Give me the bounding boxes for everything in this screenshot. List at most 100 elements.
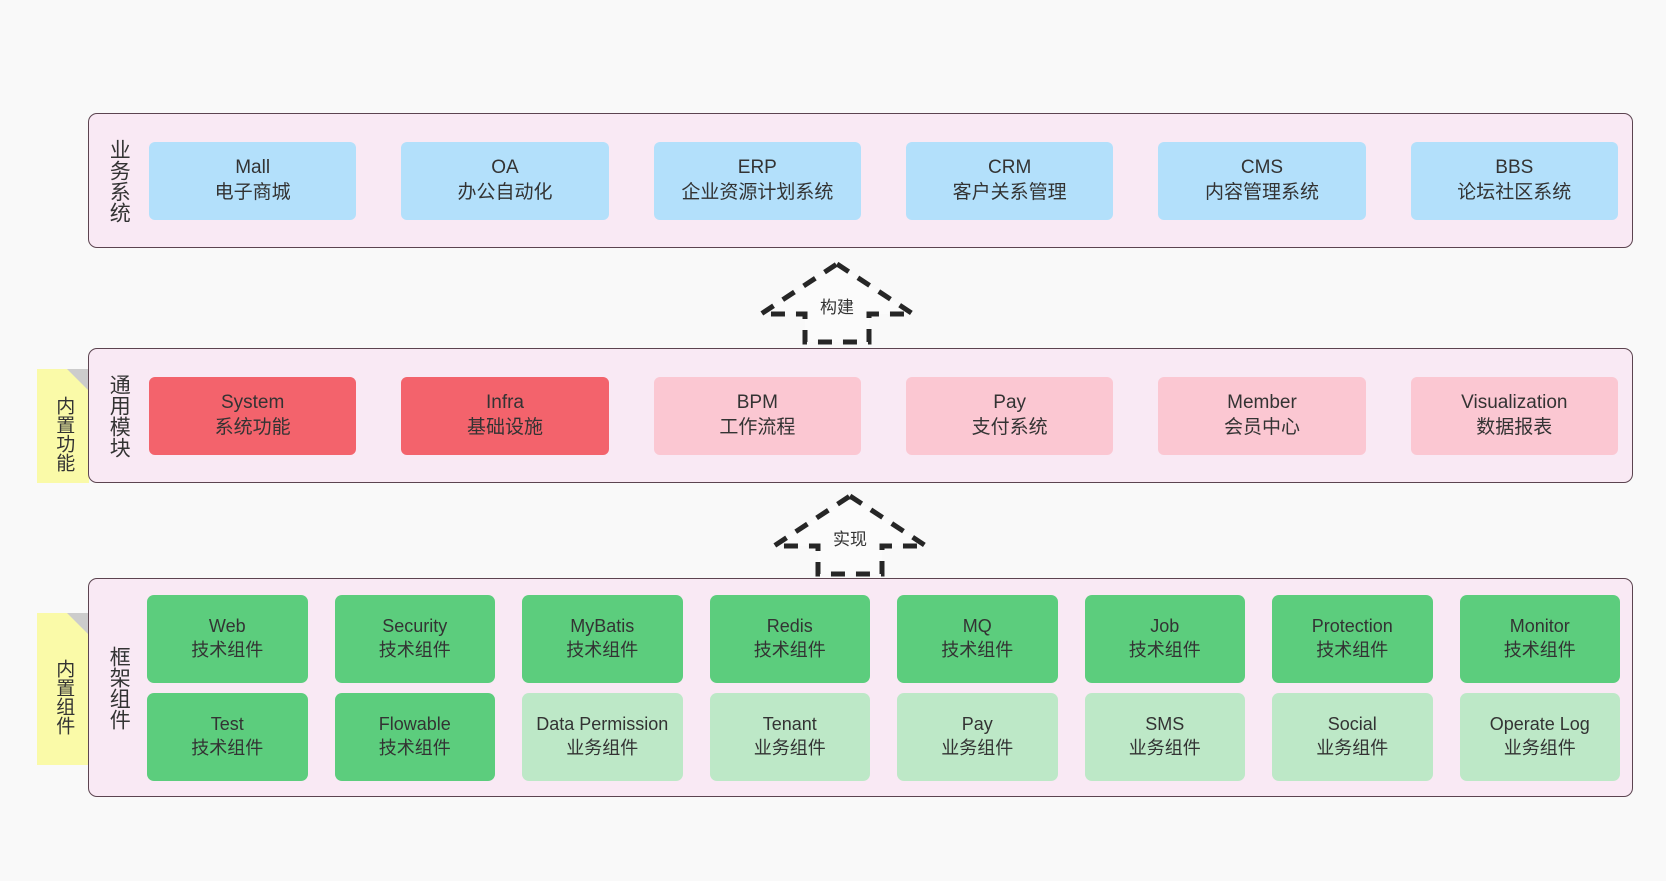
cell-name: Protection [1311, 616, 1393, 637]
cell-social[interactable]: Social 业务组件 [1272, 692, 1433, 781]
cell-name: OA [491, 157, 519, 179]
cell-operate-log[interactable]: Operate Log 业务组件 [1459, 692, 1620, 781]
cell-row: System 系统功能 Infra 基础设施 BPM 工作流程 Pay 支付系统… [149, 376, 1618, 455]
cell-subtitle: 业务组件 [1128, 737, 1201, 758]
cell-subtitle: 数据报表 [1476, 416, 1553, 438]
cell-name: CRM [988, 157, 1032, 179]
cell-member[interactable]: Member 会员中心 [1158, 376, 1366, 455]
note-builtin-components: 内置组件 [37, 613, 89, 765]
cell-subtitle: 论坛社区系统 [1457, 181, 1572, 203]
arrow-build: 构建 [752, 260, 922, 346]
cell-job[interactable]: Job 技术组件 [1084, 594, 1245, 683]
cell-subtitle: 业务组件 [753, 737, 826, 758]
cell-name: Job [1150, 616, 1180, 637]
cell-subtitle: 客户关系管理 [952, 181, 1067, 203]
note-builtin-features: 内置功能 [37, 369, 89, 483]
layer-title-modules: 通用模块 [107, 373, 131, 458]
cell-name: Infra [485, 392, 524, 414]
cell-mq[interactable]: MQ 技术组件 [897, 594, 1058, 683]
cell-bbs[interactable]: BBS 论坛社区系统 [1410, 141, 1618, 220]
cell-subtitle: 技术组件 [378, 639, 451, 660]
cell-subtitle: 技术组件 [753, 639, 826, 660]
cell-name: Mall [235, 157, 271, 179]
arrow-implement: 实现 [765, 492, 935, 578]
cell-name: Monitor [1509, 616, 1570, 637]
cell-name: ERP [737, 157, 777, 179]
cell-name: MQ [962, 616, 992, 637]
cell-name: Test [210, 714, 244, 735]
cell-row: Test 技术组件 Flowable 技术组件 Data Permission … [147, 692, 1620, 781]
cell-subtitle: 办公自动化 [457, 181, 553, 203]
cell-name: Security [382, 616, 448, 637]
cell-subtitle: 基础设施 [466, 416, 543, 438]
cell-oa[interactable]: OA 办公自动化 [401, 141, 609, 220]
cell-flowable[interactable]: Flowable 技术组件 [334, 692, 495, 781]
note-fold-icon [67, 613, 89, 635]
cell-pay-component[interactable]: Pay 业务组件 [897, 692, 1058, 781]
cell-row: Mall 电子商城 OA 办公自动化 ERP 企业资源计划系统 CRM 客户关系… [149, 141, 1618, 220]
cell-infra[interactable]: Infra 基础设施 [401, 376, 609, 455]
cell-web[interactable]: Web 技术组件 [147, 594, 308, 683]
cell-subtitle: 业务组件 [941, 737, 1014, 758]
layer-title-framework: 框架组件 [107, 645, 131, 730]
cell-name: CMS [1240, 157, 1284, 179]
cell-system[interactable]: System 系统功能 [149, 376, 357, 455]
cell-subtitle: 业务组件 [566, 737, 639, 758]
cell-name: Redis [766, 616, 813, 637]
cell-visualization[interactable]: Visualization 数据报表 [1410, 376, 1618, 455]
cell-data-permission[interactable]: Data Permission 业务组件 [522, 692, 683, 781]
layer-general-modules: 通用模块 System 系统功能 Infra 基础设施 BPM 工作流程 Pay… [88, 348, 1633, 483]
cell-subtitle: 技术组件 [566, 639, 639, 660]
cell-name: MyBatis [570, 616, 635, 637]
cell-sms[interactable]: SMS 业务组件 [1084, 692, 1245, 781]
cell-name: Pay [961, 714, 993, 735]
layer-body-framework: Web 技术组件 Security 技术组件 MyBatis 技术组件 Redi… [139, 579, 1632, 796]
cell-name: Web [208, 616, 246, 637]
layer-title-business: 业务系统 [107, 138, 131, 223]
cell-subtitle: 支付系统 [971, 416, 1048, 438]
cell-subtitle: 技术组件 [941, 639, 1014, 660]
cell-subtitle: 技术组件 [191, 737, 264, 758]
cell-name: BPM [736, 392, 778, 414]
cell-subtitle: 工作流程 [719, 416, 796, 438]
cell-row: Web 技术组件 Security 技术组件 MyBatis 技术组件 Redi… [147, 594, 1620, 683]
cell-security[interactable]: Security 技术组件 [334, 594, 495, 683]
cell-name: Visualization [1461, 392, 1568, 414]
layer-framework-components: 框架组件 Web 技术组件 Security 技术组件 MyBatis 技术组件… [88, 578, 1633, 797]
cell-bpm[interactable]: BPM 工作流程 [653, 376, 861, 455]
cell-name: BBS [1495, 157, 1534, 179]
note-label: 内置组件 [53, 659, 75, 735]
cell-name: Pay [993, 392, 1027, 414]
cell-name: Social [1327, 714, 1377, 735]
note-label: 内置功能 [53, 396, 75, 472]
cell-redis[interactable]: Redis 技术组件 [709, 594, 870, 683]
cell-subtitle: 技术组件 [1128, 639, 1201, 660]
cell-subtitle: 系统功能 [214, 416, 291, 438]
cell-erp[interactable]: ERP 企业资源计划系统 [653, 141, 861, 220]
cell-test[interactable]: Test 技术组件 [147, 692, 308, 781]
cell-subtitle: 技术组件 [1316, 639, 1389, 660]
cell-name: System [220, 392, 285, 414]
cell-mall[interactable]: Mall 电子商城 [149, 141, 357, 220]
cell-subtitle: 企业资源计划系统 [681, 181, 834, 203]
cell-name: Data Permission [536, 714, 669, 735]
cell-subtitle: 技术组件 [1503, 639, 1576, 660]
cell-name: Tenant [762, 714, 817, 735]
cell-tenant[interactable]: Tenant 业务组件 [709, 692, 870, 781]
cell-subtitle: 会员中心 [1223, 416, 1300, 438]
cell-protection[interactable]: Protection 技术组件 [1272, 594, 1433, 683]
cell-subtitle: 技术组件 [191, 639, 264, 660]
up-arrow-icon [765, 493, 935, 577]
cell-crm[interactable]: CRM 客户关系管理 [905, 141, 1114, 220]
layer-business-systems: 业务系统 Mall 电子商城 OA 办公自动化 ERP 企业资源计划系统 CRM… [88, 113, 1633, 248]
cell-subtitle: 电子商城 [214, 181, 291, 203]
cell-cms[interactable]: CMS 内容管理系统 [1158, 141, 1366, 220]
cell-name: Member [1227, 392, 1297, 414]
cell-name: SMS [1145, 714, 1185, 735]
cell-monitor[interactable]: Monitor 技术组件 [1459, 594, 1620, 683]
layer-body-business: Mall 电子商城 OA 办公自动化 ERP 企业资源计划系统 CRM 客户关系… [139, 114, 1632, 247]
cell-pay[interactable]: Pay 支付系统 [905, 376, 1114, 455]
cell-mybatis[interactable]: MyBatis 技术组件 [522, 594, 683, 683]
up-arrow-icon [752, 261, 922, 345]
cell-subtitle: 业务组件 [1316, 737, 1389, 758]
